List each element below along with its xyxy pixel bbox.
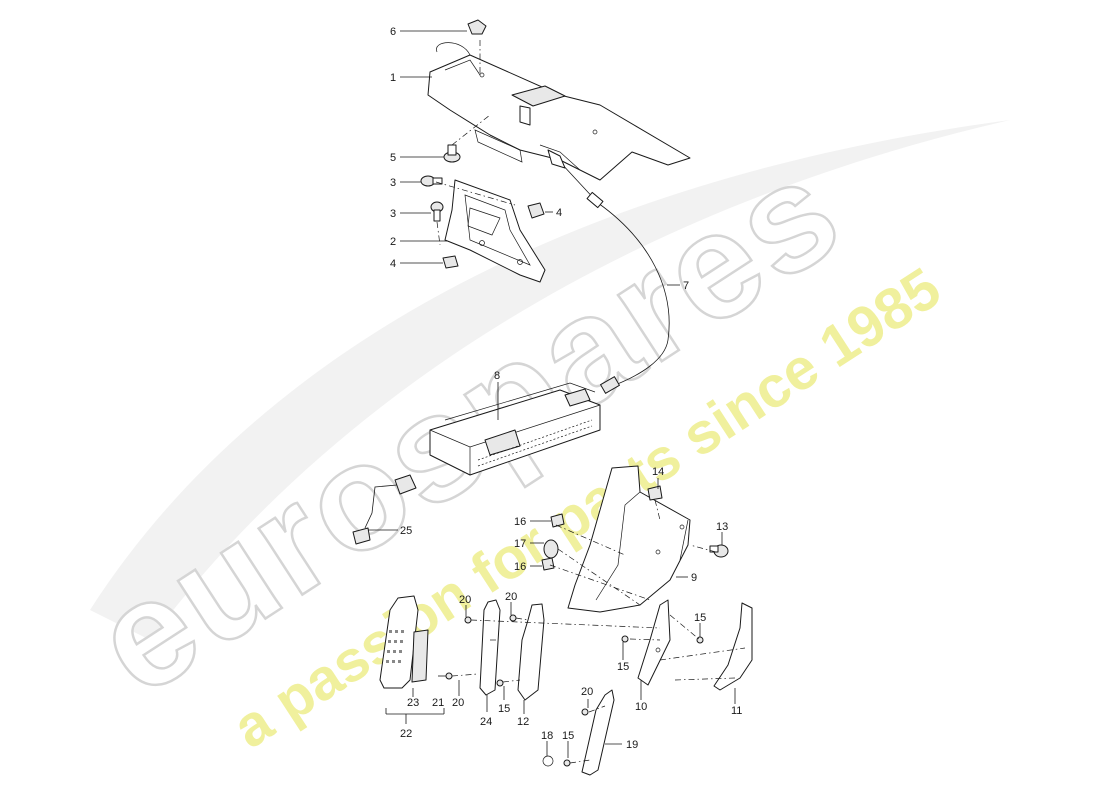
callout-19: 19	[626, 739, 638, 751]
callout-16b: 16	[514, 561, 526, 573]
part-1-bracket	[427, 42, 691, 181]
callout-13: 13	[716, 521, 728, 533]
callout-17: 17	[514, 538, 526, 550]
callout-16a: 16	[514, 516, 526, 528]
callout-15b: 15	[617, 661, 629, 673]
part-3-screw-a	[420, 175, 443, 187]
callout-3a: 3	[390, 177, 396, 189]
callout-20a: 20	[459, 594, 471, 606]
part-10-bracket	[637, 599, 671, 686]
callout-22: 22	[400, 728, 412, 740]
callout-labels: 6 1 5 3 3 4 2 4 7 8 25 14 13 16 17 16 9 …	[390, 26, 742, 751]
part-7-cable	[547, 149, 670, 394]
part-11-trim	[713, 602, 753, 691]
callout-4b: 4	[390, 258, 396, 270]
callout-9: 9	[691, 572, 697, 584]
callout-10: 10	[635, 701, 647, 713]
part-22-handset	[379, 595, 419, 689]
part-4-clip-a	[527, 202, 545, 219]
part-12-panel	[517, 603, 545, 701]
part-17-bushing	[543, 539, 559, 559]
part-24-cradle	[479, 599, 501, 696]
callout-5: 5	[390, 152, 396, 164]
part-8-control-unit	[429, 382, 601, 476]
callout-15c: 15	[498, 703, 510, 715]
part-16-clip-b	[541, 557, 555, 571]
callout-23: 23	[407, 697, 419, 709]
part-13-screw	[709, 544, 729, 558]
leader-lines	[368, 30, 736, 758]
assembly-lines	[435, 40, 746, 764]
callout-24: 24	[480, 716, 492, 728]
part-14-clip	[647, 485, 663, 501]
part-2-frame	[444, 179, 546, 283]
part-19-cover	[581, 689, 615, 776]
callout-20c: 20	[452, 697, 464, 709]
callout-4a: 4	[556, 207, 562, 219]
part-6-clip	[467, 19, 487, 35]
callout-20b: 20	[505, 591, 517, 603]
callout-21: 21	[432, 697, 444, 709]
callout-1: 1	[390, 72, 396, 84]
callout-25: 25	[400, 525, 412, 537]
callout-2: 2	[390, 236, 396, 248]
callout-6: 6	[390, 26, 396, 38]
callout-7: 7	[683, 280, 689, 292]
callout-8: 8	[494, 370, 500, 382]
callout-20d: 20	[581, 686, 593, 698]
watermark-swoosh	[90, 120, 1010, 640]
callout-11: 11	[731, 705, 742, 717]
callout-3b: 3	[390, 208, 396, 220]
callout-18: 18	[541, 730, 553, 742]
part-3-screw-b	[430, 201, 444, 222]
callout-15a: 15	[694, 612, 706, 624]
part-5-screw	[443, 144, 461, 163]
part-25-connector-cable	[352, 474, 417, 545]
part-4-clip-b	[442, 255, 459, 269]
part-16-clip-a	[550, 513, 565, 528]
callout-12: 12	[517, 716, 529, 728]
callout-15d: 15	[562, 730, 574, 742]
callout-14: 14	[652, 466, 664, 478]
part-23-cover	[411, 629, 429, 683]
